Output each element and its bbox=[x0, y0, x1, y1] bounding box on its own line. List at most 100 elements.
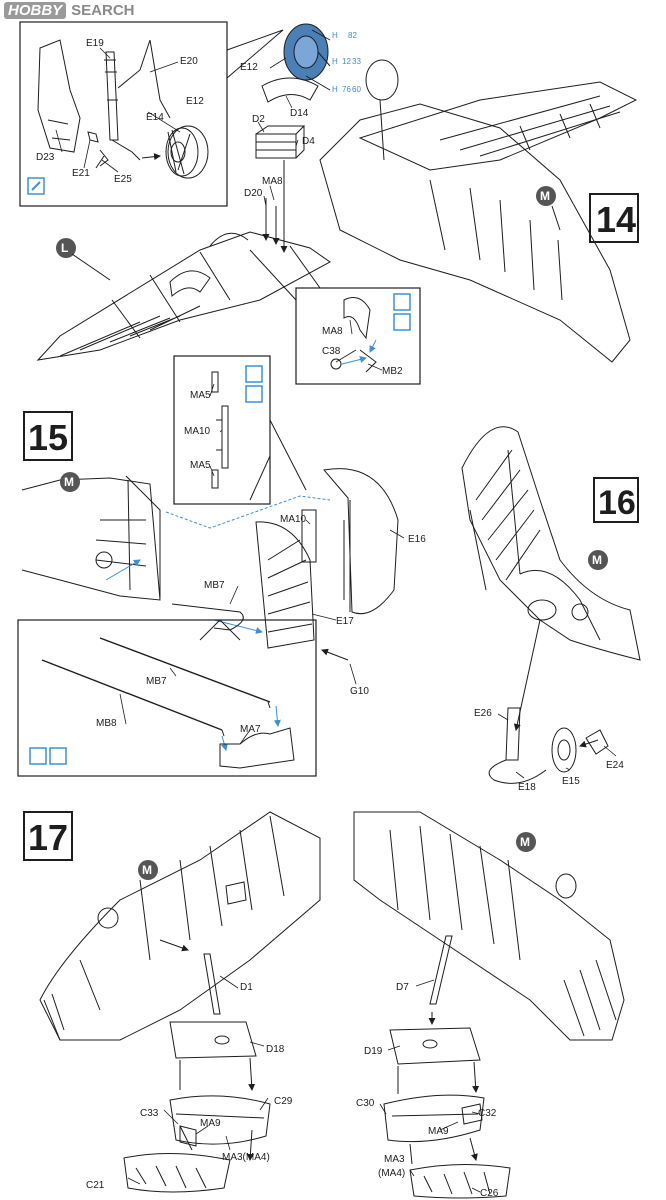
part-label: E16 bbox=[408, 534, 426, 545]
part-label: D20 bbox=[244, 188, 263, 199]
part-label: E21 bbox=[72, 168, 90, 179]
part-label: D4 bbox=[302, 136, 315, 147]
part-label: (MA4) bbox=[378, 1168, 405, 1179]
paint-brush-icon bbox=[27, 177, 45, 195]
part-label: E19 bbox=[86, 38, 104, 49]
part-label: C26 bbox=[480, 1188, 499, 1199]
part-label: E12 bbox=[240, 62, 258, 73]
part-label: MA10 bbox=[280, 514, 307, 525]
part-label: MA8 bbox=[322, 326, 343, 337]
part-label: MA3 bbox=[384, 1154, 405, 1165]
part-label: C33 bbox=[140, 1108, 159, 1119]
step-15-photoetch-box bbox=[173, 355, 271, 505]
marker-M: M bbox=[142, 863, 152, 877]
part-label: MA5 bbox=[190, 390, 211, 401]
landing-gear-detail-box bbox=[19, 21, 228, 207]
color-code-2-prefix: H bbox=[332, 57, 338, 66]
part-label: D23 bbox=[36, 152, 55, 163]
marker-M: M bbox=[592, 553, 602, 567]
color-code-2-value: 12 bbox=[342, 57, 351, 66]
part-label: E18 bbox=[518, 782, 536, 793]
part-label: E15 bbox=[562, 776, 580, 787]
color-code-1-value: 82 bbox=[348, 31, 357, 40]
part-label: MB7 bbox=[204, 580, 225, 591]
door-C26 bbox=[409, 1163, 511, 1199]
watermark-logo: HOBBY SEARCH bbox=[4, 2, 135, 19]
step-number-17: 17 bbox=[28, 817, 68, 858]
step-15-rod-box bbox=[17, 619, 317, 777]
door-D18 bbox=[169, 1021, 257, 1059]
door-C30 bbox=[383, 1094, 485, 1143]
marker-M: M bbox=[520, 835, 530, 849]
paint-brush-icon bbox=[393, 293, 411, 311]
torque-arm-MA7 bbox=[219, 727, 295, 769]
step-14-diagram bbox=[19, 21, 639, 385]
color-code-1-prefix: H bbox=[332, 31, 338, 40]
part-label: MB2 bbox=[382, 366, 403, 377]
tail-wheel-E15 bbox=[551, 727, 577, 773]
part-label: G10 bbox=[350, 686, 369, 697]
step-16-box bbox=[593, 477, 639, 523]
part-label: D19 bbox=[364, 1046, 383, 1057]
step-number-15: 15 bbox=[28, 417, 68, 458]
part-label: E20 bbox=[180, 56, 198, 67]
step-14-photoetch-box bbox=[295, 287, 421, 385]
rudder-outline bbox=[323, 468, 399, 615]
door-D19 bbox=[389, 1027, 481, 1065]
label-leader-lines bbox=[55, 47, 617, 1193]
part-label: MB8 bbox=[96, 718, 117, 729]
part-label: E25 bbox=[114, 174, 132, 185]
step-number-14: 14 bbox=[596, 199, 636, 240]
part-label: E12 bbox=[186, 96, 204, 107]
color-code-2-alt: 33 bbox=[352, 57, 361, 66]
part-label: E26 bbox=[474, 708, 492, 719]
step-number-16: 16 bbox=[598, 484, 636, 522]
watermark-suffix: SEARCH bbox=[71, 2, 135, 19]
step-17-diagram bbox=[23, 811, 625, 1199]
part-label: D2 bbox=[252, 114, 265, 125]
watermark-brand: HOBBY bbox=[4, 2, 67, 19]
left-wing-outline bbox=[36, 231, 331, 361]
right-wing-outline bbox=[358, 81, 638, 171]
paint-brush-icon bbox=[29, 747, 47, 765]
part-label: MA7 bbox=[240, 724, 261, 735]
part-label: E24 bbox=[606, 760, 624, 771]
step-15-diagram bbox=[17, 355, 399, 777]
part-label: D18 bbox=[266, 1044, 285, 1055]
part-label: MA10 bbox=[184, 426, 211, 437]
glue-drop-icon bbox=[393, 313, 411, 331]
part-label: C30 bbox=[356, 1098, 375, 1109]
paint-brush-icon bbox=[245, 365, 263, 383]
step-14-box bbox=[589, 193, 639, 243]
step-17-box bbox=[23, 811, 73, 861]
marker-M: M bbox=[64, 475, 74, 489]
part-label: MA9 bbox=[200, 1118, 221, 1129]
step-16-diagram bbox=[461, 426, 641, 784]
part-label: D14 bbox=[290, 108, 309, 119]
part-label: MA8 bbox=[262, 176, 283, 187]
fin-outline bbox=[255, 521, 315, 649]
part-label: MA5 bbox=[190, 460, 211, 471]
part-label: E14 bbox=[146, 112, 164, 123]
door-C29 bbox=[169, 1095, 271, 1145]
color-code-3-prefix: H bbox=[332, 85, 338, 94]
glue-drop-icon bbox=[245, 385, 263, 403]
part-label: C29 bbox=[274, 1096, 293, 1107]
marker-L: L bbox=[61, 241, 68, 255]
part-label: MB7 bbox=[146, 676, 167, 687]
marker-M: M bbox=[540, 189, 550, 203]
part-label: C21 bbox=[86, 1180, 105, 1191]
part-label: MA3(MA4) bbox=[222, 1152, 270, 1163]
color-code-3-value: 76 bbox=[342, 85, 351, 94]
part-label: C38 bbox=[322, 346, 341, 357]
part-label: E17 bbox=[336, 616, 354, 627]
step-15-box bbox=[23, 411, 73, 461]
part-label: D7 bbox=[396, 982, 409, 993]
part-label: MA9 bbox=[428, 1126, 449, 1137]
color-code-3-alt: 60 bbox=[352, 85, 361, 94]
fuselage-outline bbox=[319, 103, 631, 363]
part-label: D1 bbox=[240, 982, 253, 993]
glue-drop-icon bbox=[49, 747, 67, 765]
part-label: C32 bbox=[478, 1108, 497, 1119]
